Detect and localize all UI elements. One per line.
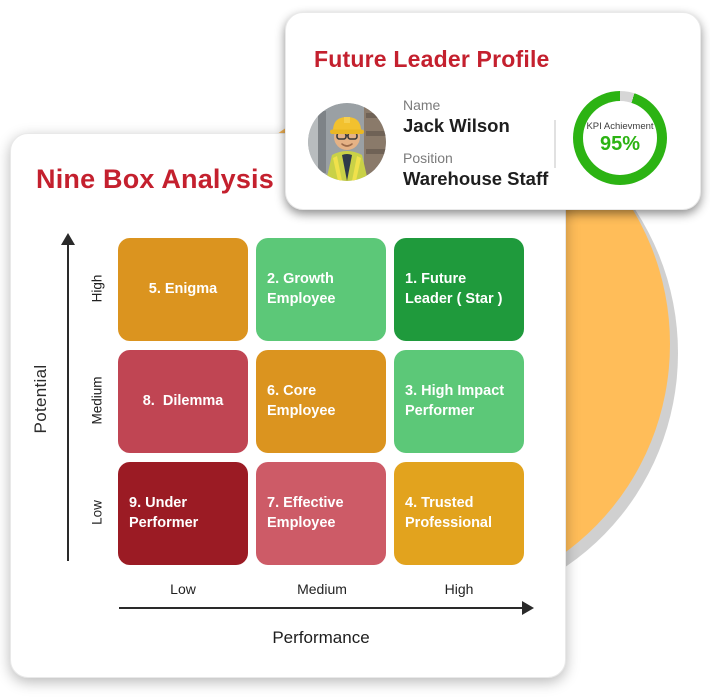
x-axis-line	[119, 607, 522, 609]
cell-5-enigma: 5. Enigma	[118, 238, 248, 341]
y-tick-low: Low	[89, 500, 105, 525]
nine-box-title: Nine Box Analysis	[36, 164, 274, 194]
y-tick-high: High	[89, 274, 105, 303]
name-value: Jack Wilson	[403, 115, 510, 136]
kpi-value: 95%	[599, 132, 641, 155]
kpi-ring-center: KPI Achievment 95%	[583, 101, 657, 175]
x-tick-medium: Medium	[297, 581, 347, 597]
cell-3-high-impact-performer: 3. High Impact Performer	[394, 350, 524, 453]
cell-4-trusted-professional: 4. Trusted Professional	[394, 462, 524, 565]
y-axis-line	[67, 244, 69, 561]
cell-1-future-leader-star: 1. Future Leader ( Star )	[394, 238, 524, 341]
y-axis-title: Potential	[31, 364, 50, 434]
cell-9-under-performer: 9. Under Performer	[118, 462, 248, 565]
y-tick-medium: Medium	[89, 376, 105, 425]
x-axis-title: Performance	[272, 628, 370, 647]
kpi-label: KPI Achievment	[586, 120, 654, 132]
y-axis-arrowhead	[61, 233, 75, 245]
x-tick-high: High	[444, 581, 474, 597]
x-axis-arrowhead	[522, 601, 534, 615]
profile-card-title: Future Leader Profile	[314, 46, 550, 72]
cell-6-core-employee: 6. Core Employee	[256, 350, 386, 453]
nine-box-grid: 5. Enigma 2. Growth Employee 1. Future L…	[118, 238, 524, 565]
position-label: Position	[403, 150, 453, 166]
future-leader-profile-card: Future Leader Profile	[285, 12, 701, 210]
name-label: Name	[403, 97, 441, 113]
nine-box-card: Nine Box Analysis Potential High Medium …	[10, 133, 566, 678]
avatar-illustration	[308, 103, 386, 181]
kpi-achievement-ring: KPI Achievment 95%	[573, 91, 667, 185]
cell-8-dilemma: 8. Dilemma	[118, 350, 248, 453]
x-tick-low: Low	[170, 581, 196, 597]
vertical-divider	[554, 120, 556, 168]
position-value: Warehouse Staff	[403, 168, 549, 189]
employee-avatar	[308, 103, 386, 181]
cell-7-effective-employee: 7. Effective Employee	[256, 462, 386, 565]
cell-2-growth-employee: 2. Growth Employee	[256, 238, 386, 341]
